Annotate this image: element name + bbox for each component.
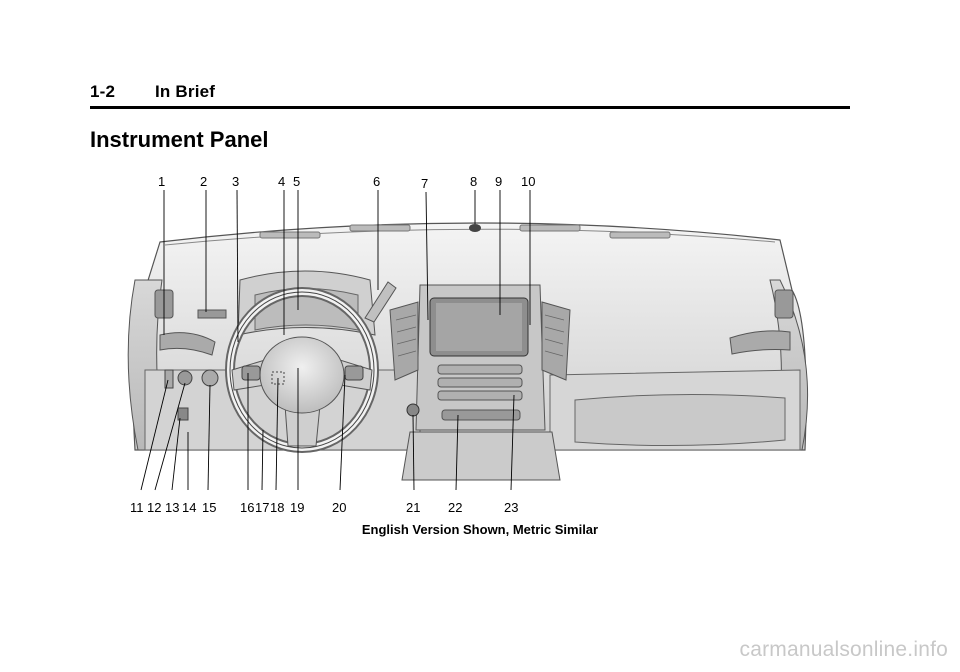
callout-15: 15 (202, 500, 216, 515)
callout-22: 22 (448, 500, 462, 515)
top-callouts: 1 2 3 4 5 6 7 8 9 10 (158, 174, 535, 191)
page-title: Instrument Panel (90, 127, 269, 152)
dashboard-drawing: 1 2 3 4 5 6 7 8 9 10 11 12 13 14 15 16 1… (127, 174, 809, 515)
callout-14: 14 (182, 500, 196, 515)
callout-17: 17 (255, 500, 269, 515)
callout-10: 10 (521, 174, 535, 189)
callout-13: 13 (165, 500, 179, 515)
callout-16: 16 (240, 500, 254, 515)
callout-12: 12 (147, 500, 161, 515)
section-title: In Brief (155, 82, 216, 101)
callout-3: 3 (232, 174, 239, 189)
callout-2: 2 (200, 174, 207, 189)
callout-8: 8 (470, 174, 477, 189)
bottom-callouts: 11 12 13 14 15 16 17 18 19 20 21 22 23 (130, 500, 518, 515)
page-header: 1-2 In Brief (90, 82, 850, 109)
callout-6: 6 (373, 174, 380, 189)
callout-20: 20 (332, 500, 346, 515)
page-number: 1-2 (90, 82, 116, 101)
callout-19: 19 (290, 500, 304, 515)
callout-7: 7 (421, 176, 428, 191)
callout-5: 5 (293, 174, 300, 189)
callout-23: 23 (504, 500, 518, 515)
callout-9: 9 (495, 174, 502, 189)
instrument-panel-illustration: 1 2 3 4 5 6 7 8 9 10 11 12 13 14 15 16 1… (120, 170, 820, 520)
callout-21: 21 (406, 500, 420, 515)
callout-11: 11 (130, 500, 144, 515)
watermark: carmanualsonline.info (739, 638, 948, 661)
callout-18: 18 (270, 500, 284, 515)
callout-1: 1 (158, 174, 165, 189)
callout-4: 4 (278, 174, 285, 189)
figure-caption: English Version Shown, Metric Similar (361, 522, 599, 537)
